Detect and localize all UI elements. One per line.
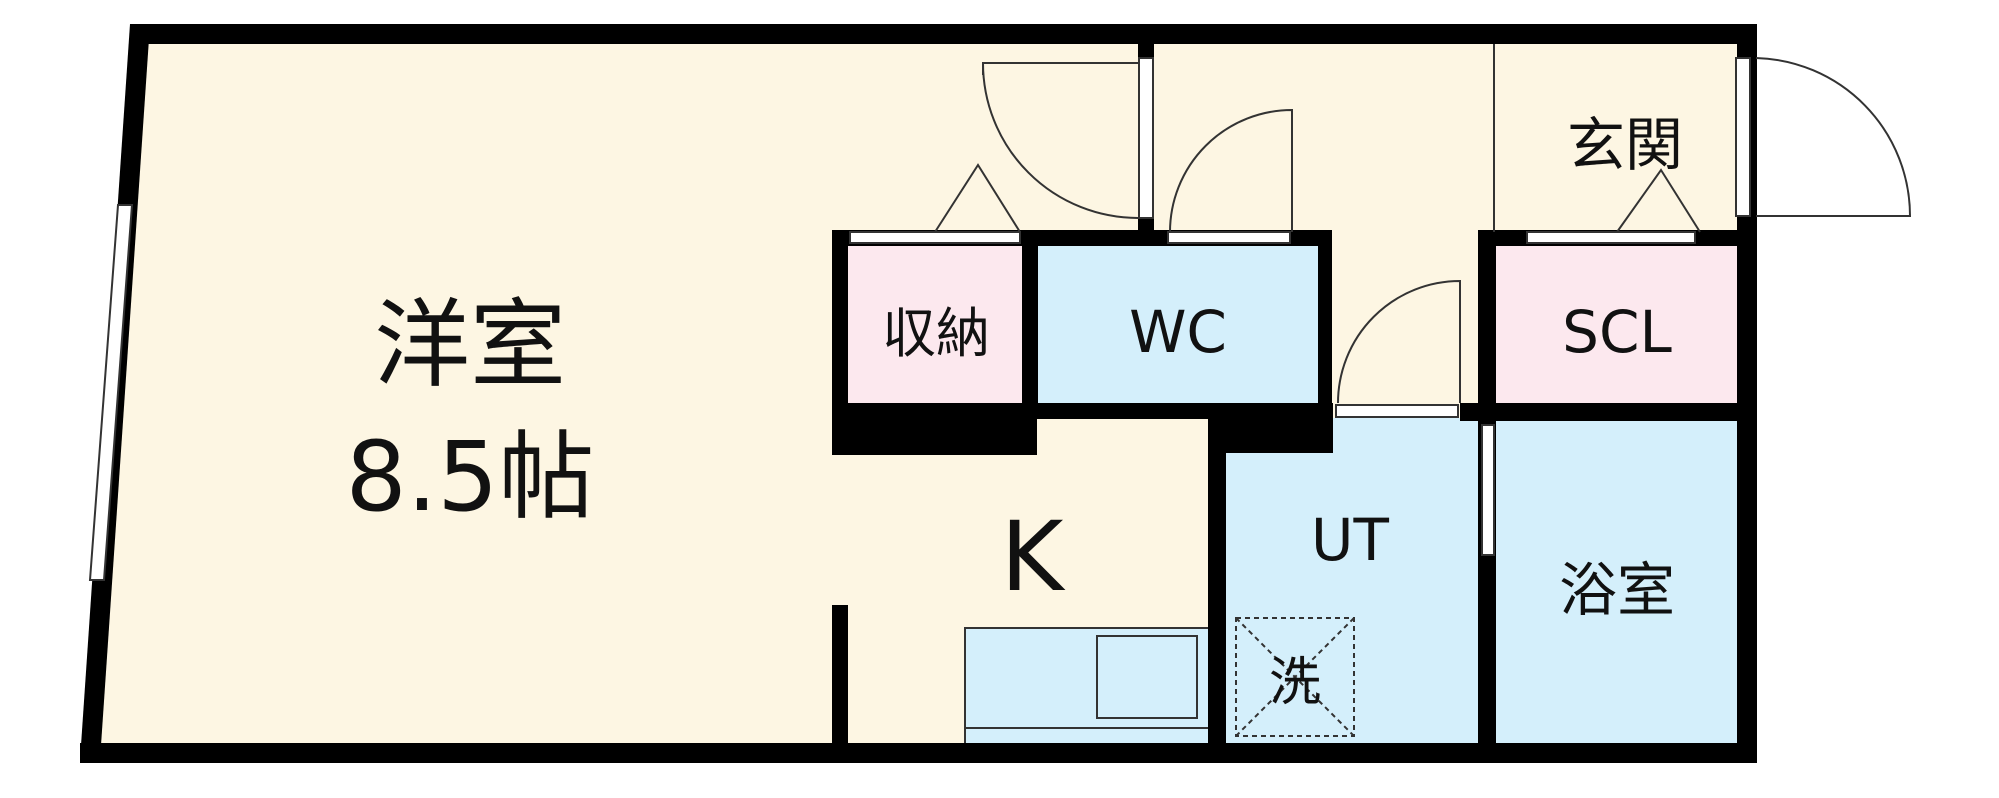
hall-door-frame [1138,57,1154,219]
utility-label: UT [1311,506,1389,574]
closet-fold-door-icon [1616,168,1701,233]
utility-top-left [1208,403,1333,453]
storage-base-block [832,403,1037,455]
storage-fold-door-icon [934,163,1021,233]
hall-door-swing-icon [981,62,1139,219]
scl-wall-bottom [1478,403,1740,421]
washer-cross-b [1235,617,1355,737]
kitchen-label: K [1001,501,1066,613]
shoe-closet-floor [1496,245,1741,405]
closet-door-frame [1526,231,1696,244]
bath-door-frame [1481,424,1495,556]
bathroom-label: 浴室 [1559,556,1675,624]
outer-wall-bottom [80,743,1755,763]
wc-door-frame [1167,231,1291,244]
shoe-closet-label: SCL [1562,298,1672,366]
storage-wc-divider [1022,230,1038,405]
entrance-label: 玄関 [1567,111,1683,179]
sink-icon [1096,635,1198,719]
washer-label: 洗 [1269,653,1321,713]
left-window [88,204,134,581]
wc-label: WC [1129,298,1227,366]
bathroom-floor [1496,418,1741,748]
kitchen-counter [964,627,1211,737]
western-room-label: 洋室 [374,289,566,401]
wc-wall-right [1318,230,1332,405]
western-room-size-label: 8.5帖 [346,421,595,533]
scl-wall-left [1478,230,1496,405]
wc-floor [1038,245,1318,405]
kitchen-partition [832,605,848,745]
windows [88,57,1751,581]
storage-door-frame [849,231,1021,244]
storage-label: 収納 [882,302,990,365]
labels: 洋室 8.5帖 K 収納 WC 玄関 SCL UT 浴室 洗 [346,111,1683,713]
outer-wall-top [130,24,1755,44]
wc-door-swing-icon [1169,108,1293,233]
utility-door-frame [1335,404,1459,418]
entrance-door-swing-icon [1755,57,1912,217]
doors [934,44,1912,737]
washer-space-icon [1235,617,1355,737]
right-door-frame [1735,57,1751,217]
storage-floor [847,245,1022,405]
storage-wall-left [832,230,848,455]
utility-door-swing-icon [1337,279,1461,404]
utility-wall-left [1208,403,1226,748]
